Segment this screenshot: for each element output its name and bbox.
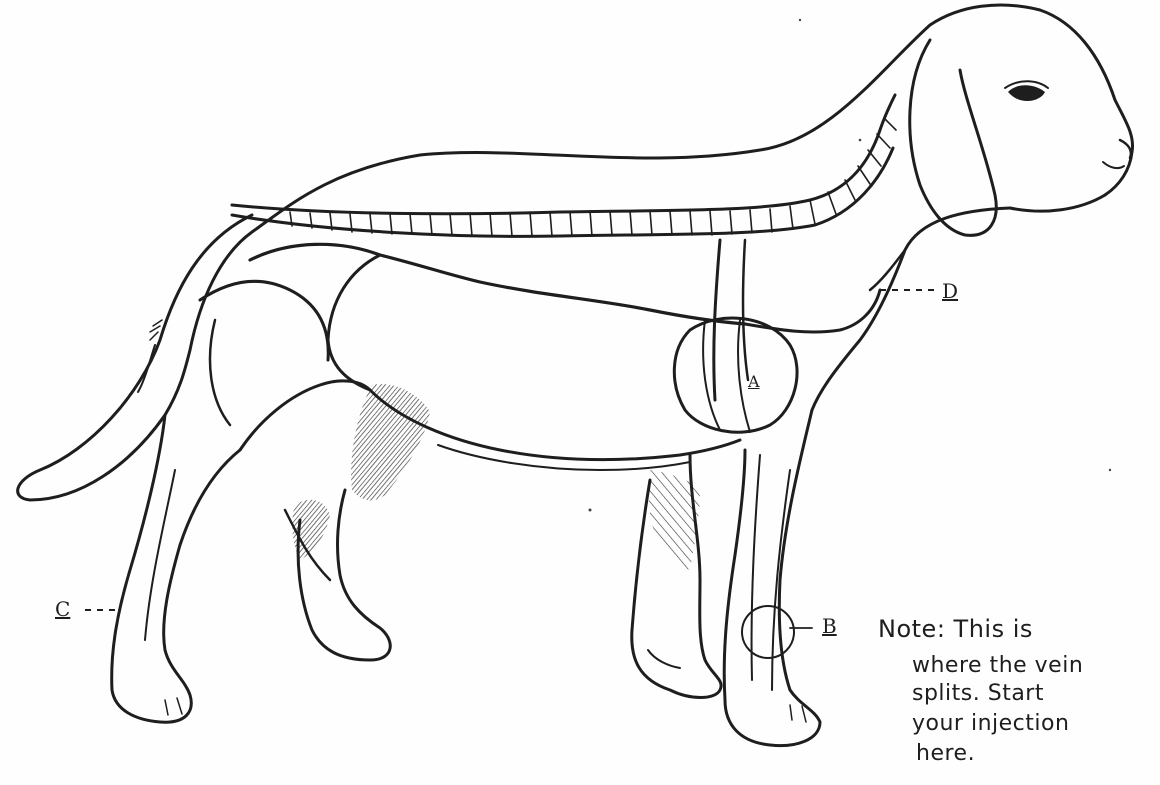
hind-thigh bbox=[240, 381, 370, 450]
muzzle-outline bbox=[1010, 195, 1105, 211]
note-line-3: splits. Start bbox=[912, 680, 1044, 707]
injection-circle-b bbox=[742, 606, 794, 658]
tail-outline bbox=[18, 215, 252, 500]
label-a: A bbox=[748, 372, 760, 391]
label-c: C bbox=[55, 597, 70, 621]
note-line-4: your injection bbox=[912, 710, 1069, 737]
neck-outline bbox=[812, 208, 1010, 410]
note-line-5: here. bbox=[916, 740, 975, 767]
note-line-1: Note: This is bbox=[878, 616, 1033, 643]
label-d: D bbox=[942, 279, 958, 303]
front-leg-outer bbox=[724, 410, 820, 746]
hatch-shoulder bbox=[351, 384, 430, 500]
body-outline bbox=[250, 244, 745, 324]
heart-a bbox=[674, 318, 797, 432]
hind-leg-outer bbox=[112, 415, 240, 722]
note-line-2: where the vein bbox=[912, 652, 1083, 679]
ear-outline bbox=[910, 40, 996, 235]
vein-d bbox=[870, 250, 905, 290]
label-b: B bbox=[822, 614, 837, 638]
eye bbox=[1008, 85, 1045, 101]
